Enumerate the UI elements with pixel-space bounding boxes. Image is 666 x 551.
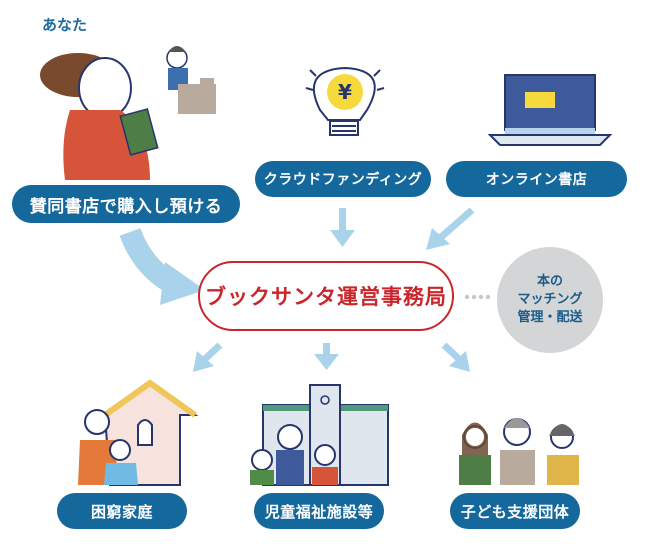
source-store: 賛同書店で購入し預ける xyxy=(12,185,240,223)
matching-note: 本の マッチング 管理・配送 xyxy=(497,247,603,353)
recipient-support-group: 子ども支援団体 xyxy=(450,493,580,529)
source-online-store: オンライン書店 xyxy=(446,161,627,197)
note-line: 本の xyxy=(536,274,563,289)
children-facility-icon xyxy=(250,384,389,486)
you-label: あなた xyxy=(42,16,88,34)
lightbulb-yen-icon: ¥ xyxy=(305,66,385,136)
recipient-facility: 児童福祉施設等 xyxy=(254,493,384,529)
note-line: マッチング xyxy=(517,292,583,307)
arrow-to-support xyxy=(441,342,470,372)
arrow-to-family xyxy=(193,342,223,372)
support-staff-icon xyxy=(459,418,579,485)
dotted-connector xyxy=(464,294,491,300)
family-house-icon xyxy=(78,379,199,486)
note-line: 管理・配送 xyxy=(517,310,583,325)
arrow-from-online xyxy=(426,207,475,250)
arrow-to-facility xyxy=(314,343,339,370)
recipient-family: 困窮家庭 xyxy=(57,493,187,529)
santa-office: ブックサンタ運営事務局 xyxy=(198,261,454,331)
laptop-book-icon xyxy=(487,74,613,146)
arrow-from-crowdfunding xyxy=(330,208,355,247)
svg-text:¥: ¥ xyxy=(338,80,352,104)
arrow-from-store xyxy=(119,227,205,305)
source-crowdfunding: クラウドファンディング xyxy=(255,161,431,197)
woman-buying-book-icon xyxy=(40,46,216,180)
